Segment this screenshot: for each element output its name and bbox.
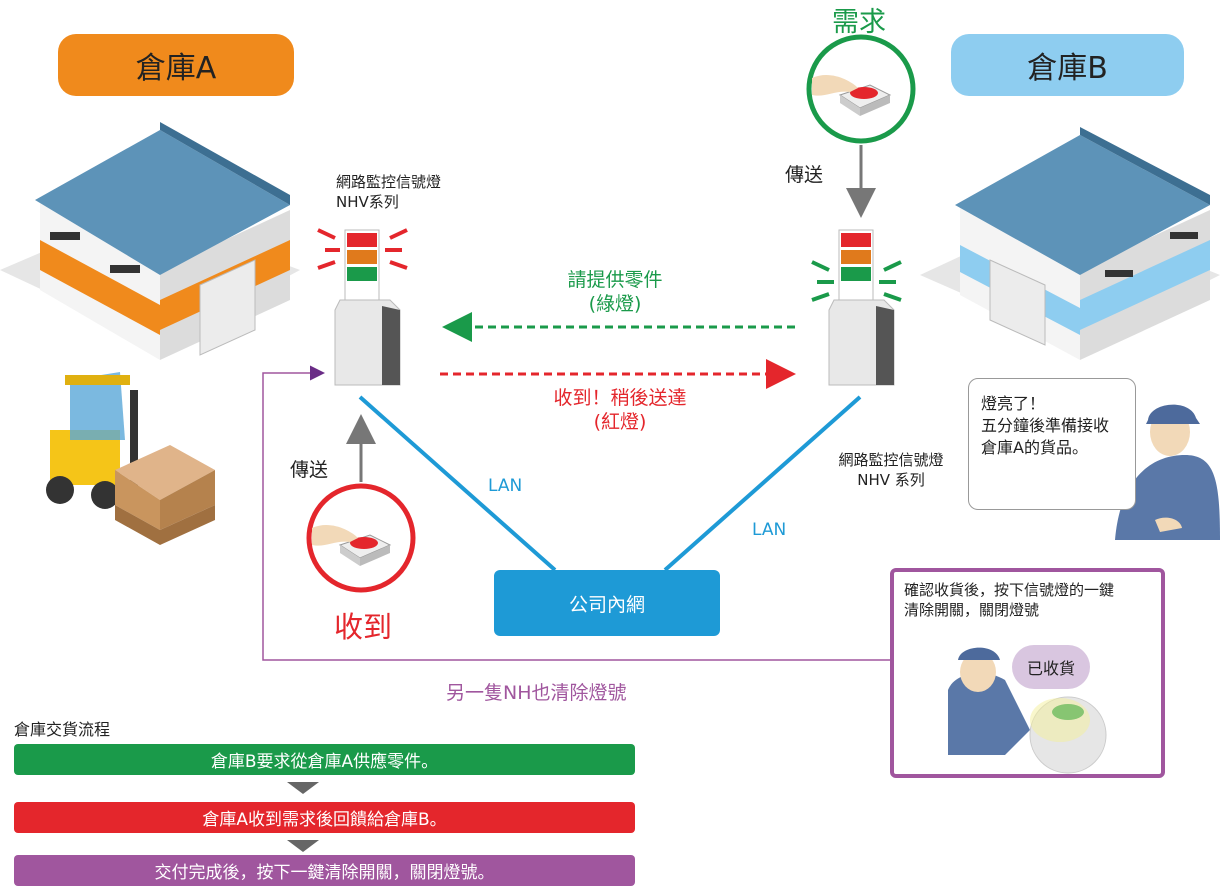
demand-label: 需求 [832, 7, 886, 38]
flow-title: 倉庫交貨流程 [14, 720, 111, 739]
green-message-line2: (綠燈) [588, 293, 642, 315]
confirm-box-text: 確認收貨後，按下信號燈的一鍵 清除開關，關閉燈號 [904, 580, 1159, 620]
lan-label-left: LAN [488, 476, 523, 496]
signal-light-label-a-line2: NHV系列 [336, 193, 399, 211]
worker-a-illustration [948, 647, 1056, 755]
worker-b-speech-line2: 五分鐘後準備接收 [981, 416, 1110, 435]
red-message-line2: (紅燈) [593, 411, 647, 433]
green-message-line1: 請提供零件 [567, 269, 663, 291]
signal-light-label-a-line1: 網路監控信號燈 [336, 173, 442, 191]
signal-light-label-a: 網路監控信號燈 NHV系列 [336, 172, 441, 212]
clear-signal-label: 另一隻NH也清除燈號 [446, 682, 627, 704]
confirm-box-line1: 確認收貨後，按下信號燈的一鍵 [904, 581, 1115, 599]
flow-step-3: 交付完成後，按下一鍵清除開關，關閉燈號。 [14, 855, 635, 886]
red-message-line1: 收到！稍後送達 [553, 387, 687, 409]
warehouse-a-title: 倉庫A [58, 34, 294, 96]
demand-send-label: 傳送 [785, 164, 824, 186]
intranet-box: 公司內網 [494, 570, 720, 636]
green-message: 請提供零件 (綠燈) [545, 268, 685, 316]
worker-b-illustration [1115, 404, 1220, 540]
demand-circle [806, 34, 916, 144]
flow-step-2: 倉庫A收到需求後回饋給倉庫B。 [14, 802, 635, 833]
signal-light-label-b-line2: NHV 系列 [857, 471, 925, 489]
worker-b-speech-line3: 倉庫A的貨品。 [981, 438, 1088, 457]
signal-light-label-b: 網路監控信號燈 NHV 系列 [826, 450, 956, 490]
signal-tower-a [317, 228, 408, 386]
flow-step-1: 倉庫B要求從倉庫A供應零件。 [14, 744, 635, 775]
received-speech-bubble: 已收貨 [1012, 645, 1090, 689]
lan-label-right: LAN [752, 520, 787, 540]
receive-circle [306, 483, 416, 593]
forklift-illustration [46, 372, 215, 545]
red-message: 收到！稍後送達 (紅燈) [520, 386, 720, 434]
confirm-box-line2: 清除開關，關閉燈號 [904, 601, 1040, 619]
lan-line-right [663, 395, 862, 572]
receive-send-label: 傳送 [290, 459, 329, 481]
worker-b-speech-bubble: 燈亮了！ 五分鐘後準備接收 倉庫A的貨品。 [968, 378, 1136, 510]
signal-light-label-b-line1: 網路監控信號燈 [838, 451, 944, 469]
warehouse-a-building [0, 122, 300, 360]
signal-tower-b [811, 229, 902, 386]
signal-tower-top-illustration [1029, 696, 1107, 774]
worker-b-speech-line1: 燈亮了！ [981, 394, 1046, 413]
warehouse-b-building [920, 127, 1220, 360]
warehouse-b-title: 倉庫B [951, 34, 1184, 96]
receive-label: 收到 [334, 610, 393, 644]
clear-signal-path [262, 365, 891, 661]
flow-arrow-1 [287, 782, 319, 794]
lan-line-left [358, 395, 557, 572]
flow-arrow-2 [287, 840, 319, 852]
confirm-box: 確認收貨後，按下信號燈的一鍵 清除開關，關閉燈號 [890, 568, 1165, 778]
